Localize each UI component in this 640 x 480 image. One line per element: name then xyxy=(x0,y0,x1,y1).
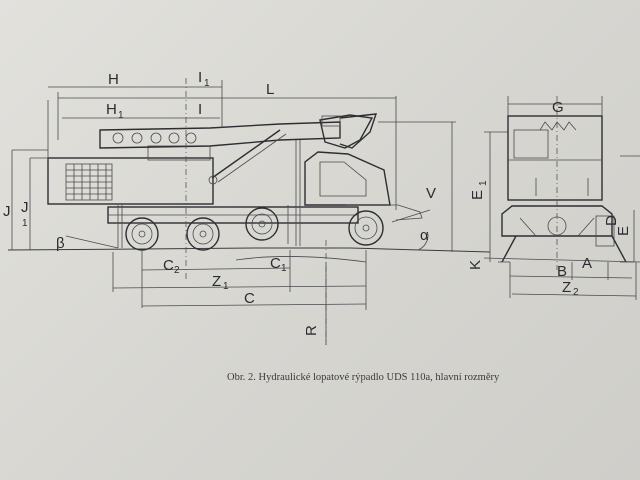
dim-label-V: V xyxy=(426,185,436,202)
dim-label-I: I xyxy=(198,101,202,118)
grille-hatching xyxy=(66,164,112,200)
dim-label-E: E xyxy=(615,226,632,236)
dim-label-H: H xyxy=(108,71,119,88)
dim-label-G: G xyxy=(552,99,564,116)
dim-label-J1-sub: 1 xyxy=(22,218,28,229)
dim-label-B: B xyxy=(557,263,567,280)
bucket-teeth xyxy=(539,121,577,131)
dim-label-C: C xyxy=(244,290,255,307)
dim-label-I1-sub: 1 xyxy=(204,78,210,89)
dim-label-Z1-sub: 1 xyxy=(223,281,229,292)
bucket xyxy=(339,113,378,149)
cab-window xyxy=(319,161,367,197)
boom xyxy=(99,121,341,149)
dim-label-E1-sub: 1 xyxy=(478,180,489,186)
dimension-labels: H I 1 H 1 I L J J 1 β α V C 2 C 1 Z 1 C … xyxy=(3,69,632,336)
dim-label-J1: J xyxy=(21,199,29,216)
dim-label-C2: C xyxy=(163,257,174,274)
dim-label-R: R xyxy=(303,325,320,336)
dim-label-C1-sub: 1 xyxy=(281,263,287,274)
wheels xyxy=(125,207,384,251)
front-bumper xyxy=(346,204,423,221)
front-view xyxy=(483,96,640,300)
dim-label-E1: E xyxy=(469,190,486,200)
front-body xyxy=(507,115,603,201)
dim-label-Z2-sub: 2 xyxy=(573,287,579,298)
dim-label-H1-sub: 1 xyxy=(118,110,124,121)
dim-label-L: L xyxy=(266,81,274,98)
dim-label-beta: β xyxy=(56,235,65,252)
boom-holes xyxy=(112,132,197,144)
dim-label-Z2: Z xyxy=(562,279,571,296)
dim-label-C2-sub: 2 xyxy=(174,265,180,276)
dim-label-K: K xyxy=(467,260,484,270)
ground-line xyxy=(7,247,491,253)
dim-label-I1: I xyxy=(198,69,202,86)
dim-label-H1: H xyxy=(106,101,117,118)
truck-cab xyxy=(304,151,391,206)
dipper-arm xyxy=(319,114,374,149)
figure-caption: Obr. 2. Hydraulické lopatové rýpadlo UDS… xyxy=(227,372,500,383)
engine-housing xyxy=(47,157,214,205)
dim-label-C1: C xyxy=(270,255,281,272)
dim-label-Z1: Z xyxy=(212,273,221,290)
front-blade xyxy=(391,209,431,223)
dim-label-J: J xyxy=(3,203,11,220)
side-view xyxy=(7,78,491,345)
dim-label-D: D xyxy=(603,215,620,226)
dim-label-A: A xyxy=(582,255,592,272)
dim-label-alpha: α xyxy=(420,227,429,244)
